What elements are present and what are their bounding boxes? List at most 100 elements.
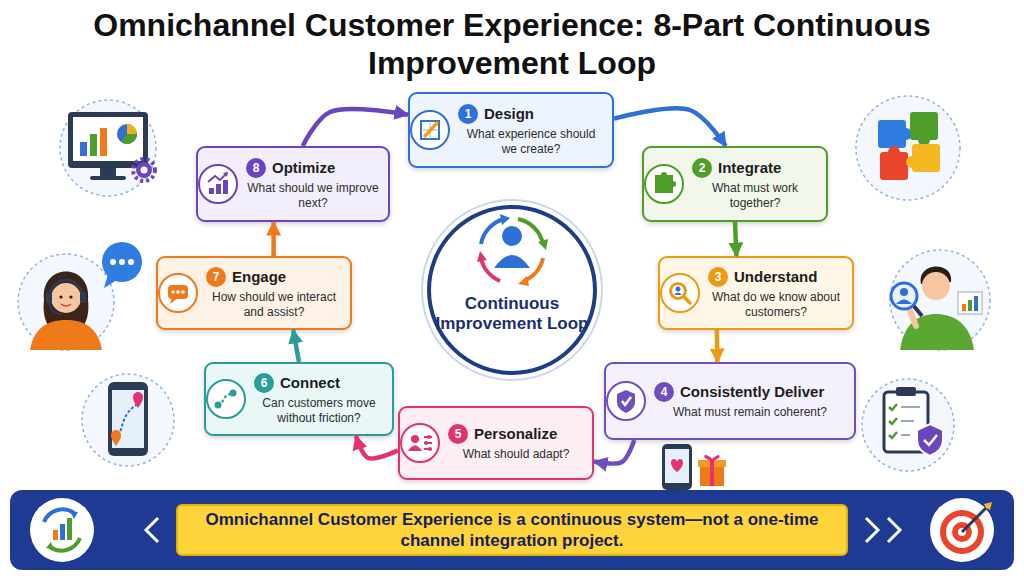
analyst-illustration — [890, 250, 990, 350]
phone-map-illustration — [111, 430, 121, 446]
summary-banner: Omnichannel Customer Experience is a con… — [176, 504, 848, 556]
step-number: 3 — [708, 267, 728, 287]
phone-gift-illustration — [710, 460, 714, 486]
summary-band — [70, 511, 78, 519]
summary-band — [53, 530, 58, 540]
phone-map-illustration — [82, 374, 174, 466]
phone-map-illustration — [133, 392, 143, 408]
flow-arrow — [594, 440, 634, 464]
agent-illustration — [50, 280, 82, 296]
agent-illustration — [110, 259, 116, 265]
clipboard-illustration — [901, 434, 910, 436]
phone-gift-illustration — [662, 444, 726, 490]
phone-map-illustration — [112, 390, 144, 448]
agent-illustration — [18, 242, 142, 350]
monitor-illustration — [60, 100, 156, 196]
step-number: 1 — [458, 104, 478, 124]
analyst-illustration — [958, 292, 982, 314]
clipboard-illustration — [862, 379, 954, 471]
summary-band — [60, 524, 65, 540]
clipboard-illustration — [862, 379, 954, 471]
agent-illustration — [119, 259, 125, 265]
step-heading: Understand — [734, 268, 844, 286]
step-heading: Connect — [280, 374, 384, 392]
flow-arrow — [293, 330, 299, 362]
analyst-illustration — [922, 272, 950, 300]
agent-illustration — [51, 283, 81, 313]
monitor-illustration — [68, 112, 148, 168]
analyst-illustration — [974, 296, 978, 311]
agent-illustration — [18, 254, 114, 350]
phone-gift-illustration — [705, 456, 719, 460]
monitor-illustration — [90, 176, 126, 180]
step-box: 7EngageHow should we interact and assist… — [156, 256, 352, 330]
monitor-illustration — [100, 128, 107, 156]
circle-outline — [422, 200, 602, 380]
monitor-illustration — [73, 117, 143, 161]
monitor-illustration — [80, 142, 87, 156]
loop-center-circle: Continuous Improvement Loop — [420, 198, 604, 382]
step-question: What should adapt? — [448, 447, 584, 462]
monitor-illustration — [127, 124, 137, 134]
agent-illustration — [49, 303, 62, 314]
step-number: 2 — [692, 158, 712, 178]
flow-arrow — [271, 222, 276, 256]
clipboard-illustration — [889, 404, 897, 410]
agent-illustration — [30, 320, 102, 350]
step-box: 6 ConnectCan customers move without frict… — [204, 362, 394, 436]
puzzle-illustration — [856, 96, 960, 200]
step-number: 6 — [254, 373, 274, 393]
summary-band — [46, 542, 54, 550]
agent-illustration — [46, 292, 52, 303]
analyst-illustration — [891, 283, 917, 309]
monitor-illustration — [100, 168, 116, 176]
clipboard-illustration — [889, 418, 897, 424]
step-question: What experience should we create? — [458, 127, 604, 157]
analyst-illustration — [962, 304, 966, 311]
summary-band — [984, 502, 992, 510]
clipboard-illustration — [896, 387, 916, 396]
step-number: 7 — [206, 267, 226, 287]
step-heading: Integrate — [718, 159, 818, 177]
step-number: 8 — [246, 158, 266, 178]
analyst-illustration — [896, 300, 912, 305]
agent-illustration — [104, 274, 117, 288]
step-heading: Consistently Deliver — [680, 383, 846, 401]
agent-illustration — [69, 295, 72, 298]
analyst-illustration — [900, 288, 908, 296]
analyst-illustration — [968, 300, 972, 311]
step-box: 4Consistently DeliverWhat must remain co… — [604, 362, 856, 440]
analyst-illustration — [890, 250, 990, 350]
clipboard-illustration — [901, 420, 914, 422]
flow-arrow — [356, 436, 398, 459]
step-heading: Optimize — [272, 159, 380, 177]
step-heading: Design — [484, 105, 604, 123]
summary-band — [30, 498, 94, 562]
monitor-illustration — [141, 167, 148, 174]
step-question: What must work together? — [692, 181, 818, 211]
summary-band — [866, 518, 878, 542]
center-label: Continuous Improvement Loop — [432, 294, 592, 334]
step-box: 5PersonalizeWhat should adapt? — [398, 406, 594, 480]
agent-illustration — [61, 304, 71, 306]
puzzle-illustration — [888, 146, 900, 158]
diagram-title: Omnichannel Customer Experience: 8-Part … — [92, 6, 932, 82]
step-box: 8OptimizeWhat should we improve next? — [196, 146, 390, 222]
phone-map-illustration — [108, 382, 148, 456]
flow-arrow — [735, 222, 736, 256]
monitor-illustration — [60, 100, 156, 196]
circle-outline — [420, 198, 604, 382]
step-question: Can customers move without friction? — [254, 396, 384, 426]
summary-band — [10, 490, 1014, 570]
summary-band — [10, 490, 1014, 570]
clipboard-illustration — [901, 406, 920, 408]
clipboard-illustration — [917, 424, 943, 456]
phone-gift-illustration — [671, 459, 683, 472]
clipboard-illustration — [924, 435, 937, 445]
phone-map-illustration — [82, 374, 174, 466]
step-heading: Engage — [232, 268, 342, 286]
step-number: 4 — [654, 382, 674, 402]
puzzle-illustration — [856, 96, 960, 200]
agent-illustration — [80, 292, 86, 303]
summary-band — [930, 498, 994, 562]
